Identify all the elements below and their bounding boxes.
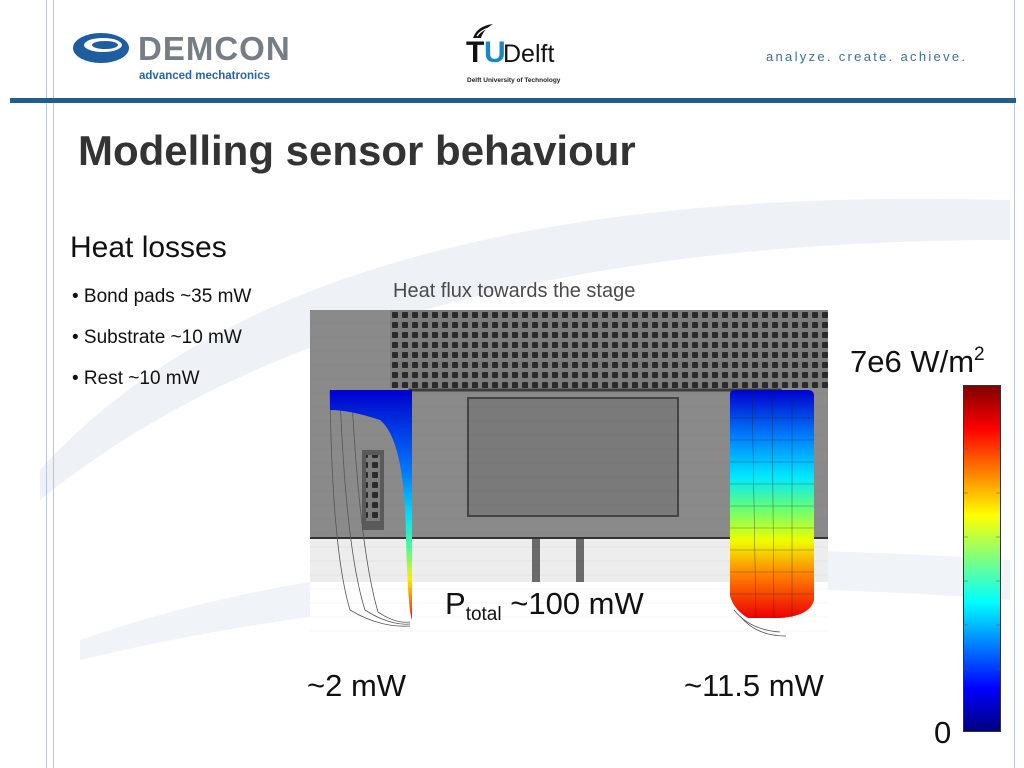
tagline: analyze. create. achieve. bbox=[766, 49, 968, 64]
demcon-wordmark: DEMCON bbox=[138, 30, 291, 67]
tudelft-logo-delft: Delft bbox=[503, 40, 555, 68]
slide-title: Modelling sensor behaviour bbox=[78, 127, 636, 174]
total-power-label: Ptotal ~100 mW bbox=[445, 586, 644, 626]
colorbar-max-label: 7e6 W/m2 bbox=[850, 344, 985, 380]
right-pad-power: ~11.5 mW bbox=[684, 668, 824, 703]
colorbar-min-label: 0 bbox=[934, 715, 952, 750]
heat-losses-heading: Heat losses bbox=[70, 231, 227, 264]
figure-caption: Heat flux towards the stage bbox=[393, 280, 636, 302]
left-pad-power: ~2 mW bbox=[307, 668, 407, 703]
total-power-value: ~100 mW bbox=[510, 586, 644, 621]
colorbar bbox=[963, 385, 1001, 732]
demcon-subtitle: advanced mechatronics bbox=[139, 70, 271, 82]
left-guide-line bbox=[46, 0, 47, 768]
right-guide-line bbox=[1014, 0, 1015, 768]
bullet-bond-pads: • Bond pads ~35 mW bbox=[72, 286, 252, 307]
total-power-symbol: P bbox=[445, 586, 466, 621]
bullet-substrate: • Substrate ~10 mW bbox=[72, 327, 242, 348]
demcon-logo-icon bbox=[73, 33, 129, 63]
tudelft-subtitle: Delft University of Technology bbox=[467, 77, 561, 84]
colorbar-max-exponent: 2 bbox=[974, 344, 985, 365]
left-guide-line bbox=[53, 0, 54, 768]
tudelft-flame-icon bbox=[473, 24, 493, 38]
tudelft-logo-t: T bbox=[466, 36, 485, 69]
bullet-rest: • Rest ~10 mW bbox=[72, 368, 200, 389]
tudelft-logo-u: U bbox=[484, 36, 506, 69]
total-power-subscript: total bbox=[465, 604, 502, 625]
sensor-heat-flux-image bbox=[310, 310, 828, 640]
header-rule bbox=[10, 98, 1016, 103]
colorbar-max-value: 7e6 W/m bbox=[850, 344, 975, 379]
